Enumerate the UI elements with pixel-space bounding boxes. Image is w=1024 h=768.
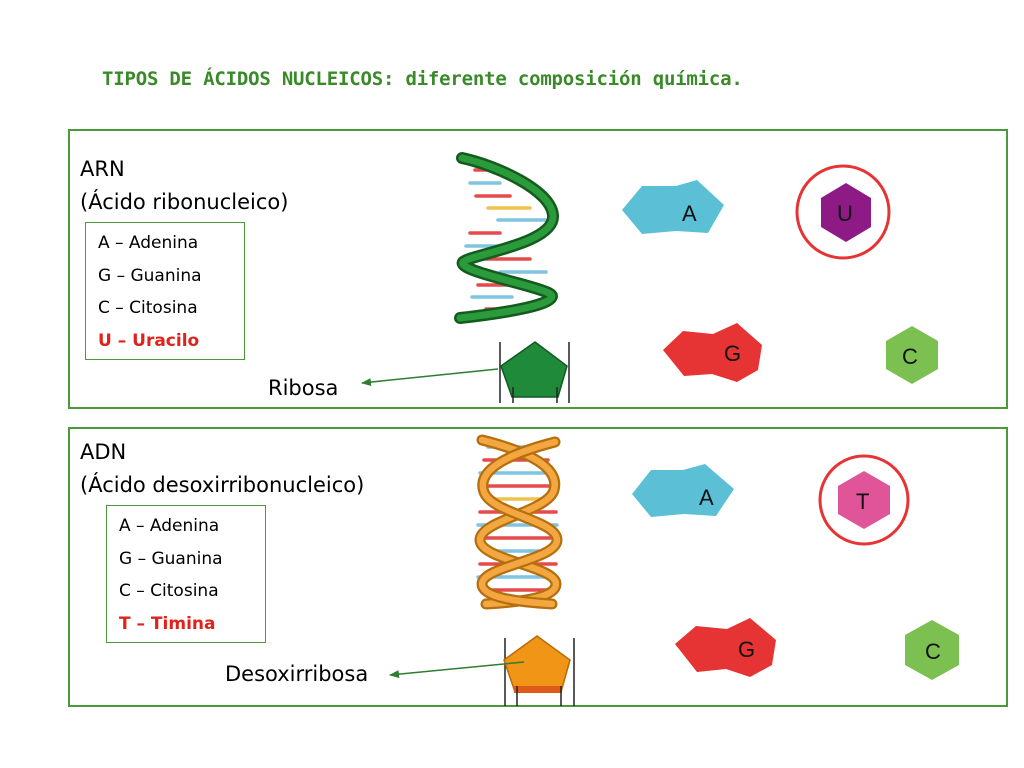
rna-panel — [68, 129, 1008, 409]
dna-thymine-letter: T — [856, 489, 869, 514]
dna-full-name: (Ácido desoxirribonucleico) — [80, 473, 365, 497]
dna-base-legend: A – Adenina G – Guanina C – Citosina T –… — [106, 505, 266, 643]
rna-guanine-icon: G — [663, 323, 762, 382]
rna-uracil-icon: U — [795, 164, 891, 260]
ribose-arrow — [361, 368, 499, 387]
rna-helix-icon — [454, 152, 559, 324]
ribose-label: Ribosa — [268, 376, 339, 400]
rna-legend-adenine: A – Adenina — [98, 233, 199, 253]
dna-legend-guanine: G – Guanina — [119, 548, 223, 569]
rna-adenine-icon: A — [622, 180, 724, 234]
dna-thymine-icon: T — [818, 454, 910, 546]
dna-double-helix-icon — [474, 434, 563, 610]
rna-full-name: (Ácido ribonucleico) — [80, 190, 289, 214]
dna-adenine-letter: A — [699, 485, 714, 510]
deoxyribose-label: Desoxirribosa — [225, 662, 369, 686]
dna-legend-thymine: T – Timina — [119, 613, 216, 634]
rna-guanine-letter: G — [724, 341, 741, 366]
dna-cytosine-icon: C — [905, 620, 959, 680]
dna-name: ADN — [80, 440, 127, 464]
rna-adenine-letter: A — [682, 201, 697, 226]
rna-legend-guanine: G – Guanina — [98, 265, 202, 286]
rna-uracil-letter: U — [837, 201, 853, 226]
dna-cytosine-letter: C — [925, 639, 941, 664]
deoxyribose-pentagon-icon — [503, 635, 575, 706]
rna-legend-cytosine: C – Citosina — [98, 298, 198, 318]
dna-guanine-icon: G — [675, 618, 776, 677]
rna-name: ARN — [80, 157, 125, 181]
dna-legend-cytosine: C – Citosina — [119, 581, 219, 601]
dna-legend-adenine: A – Adenina — [119, 516, 220, 536]
dna-panel — [68, 427, 1008, 707]
ribose-pentagon-icon — [499, 341, 570, 403]
dna-guanine-letter: G — [738, 637, 755, 662]
page-title: TIPOS DE ÁCIDOS NUCLEICOS: diferente com… — [102, 68, 743, 90]
deoxyribose-arrow — [389, 661, 525, 679]
rna-base-legend: A – Adenina G – Guanina C – Citosina U –… — [85, 222, 245, 360]
rna-cytosine-icon: C — [886, 326, 938, 384]
rna-cytosine-letter: C — [902, 344, 918, 369]
dna-adenine-icon: A — [632, 464, 734, 517]
rna-legend-uracil: U – Uracilo — [98, 330, 200, 351]
